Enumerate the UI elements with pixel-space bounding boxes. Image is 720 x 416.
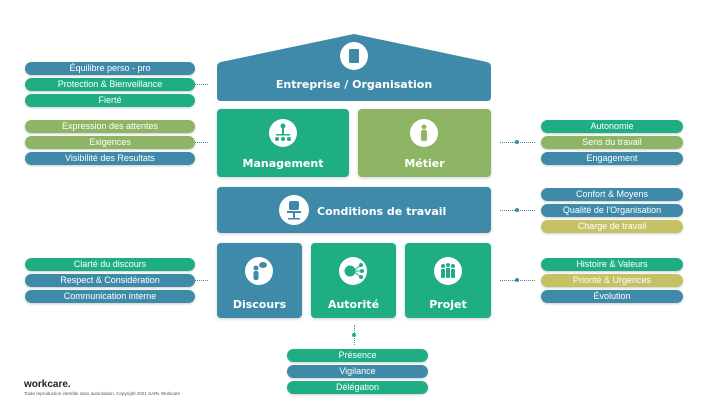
pill: Priorité & Urgences	[541, 274, 683, 287]
team-icon	[434, 257, 462, 285]
copyright: Toute reproduction interdite sans autori…	[24, 391, 181, 396]
box-autorite: Autorité	[311, 243, 396, 318]
pill: Engagement	[541, 152, 683, 165]
connector-dot	[515, 140, 519, 144]
connector-dot	[352, 333, 356, 337]
pill: Sens du travail	[541, 136, 683, 149]
box-metier: Métier	[358, 109, 491, 177]
person-icon	[410, 119, 438, 147]
brand-logo: workcare.	[24, 379, 71, 390]
box-projet: Projet	[405, 243, 491, 318]
pill: Délégation	[287, 381, 428, 394]
org-chart-icon	[269, 119, 297, 147]
roof-label: Entreprise / Organisation	[275, 78, 433, 91]
pill: Clarté du discours	[25, 258, 195, 271]
metier-label: Métier	[404, 157, 445, 170]
projet-label: Projet	[429, 298, 467, 311]
pill: Confort & Moyens	[541, 188, 683, 201]
pill: Autonomie	[541, 120, 683, 133]
connector-dot	[515, 208, 519, 212]
pill: Expression des attentes	[25, 120, 195, 133]
office-chair-icon	[279, 195, 309, 225]
pill: Charge de travail	[541, 220, 683, 233]
pill: Évolution	[541, 290, 683, 303]
box-discours: Discours	[217, 243, 302, 318]
building-icon	[340, 42, 368, 70]
connector-dot	[515, 278, 519, 282]
pill: Équilibre perso - pro	[25, 62, 195, 75]
speaking-person-icon	[245, 257, 273, 285]
pill: Exigences	[25, 136, 195, 149]
pill: Visibilité des Resultats	[25, 152, 195, 165]
discours-label: Discours	[232, 298, 287, 311]
pill: Vigilance	[287, 365, 428, 378]
network-head-icon	[339, 257, 367, 285]
pill: Histoire & Valeurs	[541, 258, 683, 271]
pill: Qualité de l'Organisation	[541, 204, 683, 217]
conditions-label: Conditions de travail	[317, 205, 447, 218]
pill: Présence	[287, 349, 428, 362]
box-management: Management	[217, 109, 349, 177]
pill: Communication interne	[25, 290, 195, 303]
pill: Protection & Bienveillance	[25, 78, 195, 91]
roof-entreprise: Entreprise / Organisation	[217, 78, 491, 98]
box-conditions: Conditions de travail	[217, 187, 491, 233]
autorite-label: Autorité	[327, 298, 380, 311]
pill: Fierté	[25, 94, 195, 107]
pill: Respect & Considération	[25, 274, 195, 287]
management-label: Management	[242, 157, 324, 170]
